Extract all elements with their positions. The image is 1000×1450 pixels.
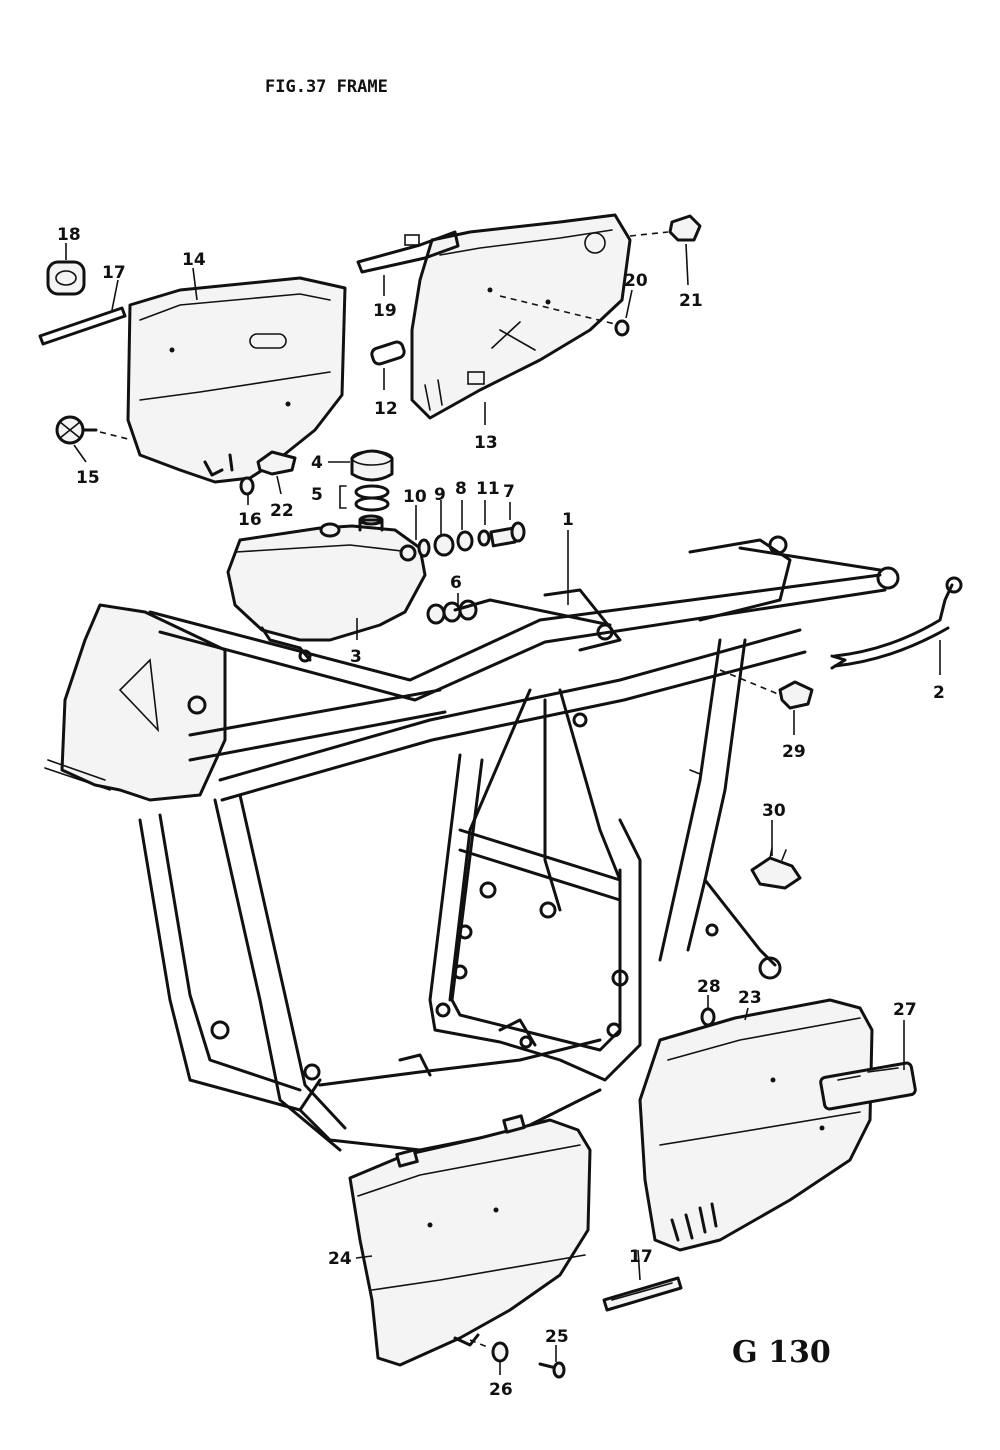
callout-17-left: 17: [102, 263, 126, 283]
knob-15: [55, 415, 133, 445]
cover-bracket: [356, 230, 460, 274]
callout-17-right: 17: [629, 1247, 653, 1267]
callout-22: 22: [270, 501, 294, 521]
callout-labels: 1 2 3 4 5 6 7 8 9 10 11 12 13 14 15 16 1…: [57, 225, 945, 1400]
washer-20: [614, 319, 630, 337]
callout-2: 2: [933, 683, 945, 703]
callout-27: 27: [893, 1000, 917, 1020]
left-frame-cover: [348, 1114, 592, 1367]
callout-4: 4: [311, 453, 323, 473]
callout-24: 24: [328, 1249, 352, 1269]
callout-3: 3: [350, 647, 362, 667]
stripe-17-left: [38, 306, 127, 346]
callout-1: 1: [562, 510, 574, 530]
callout-29: 29: [782, 742, 806, 762]
callout-8: 8: [455, 479, 467, 499]
rear-bracket-2: [830, 576, 963, 670]
nut-16: [239, 476, 255, 496]
right-frame-cover: [638, 998, 874, 1252]
clip-29: [719, 669, 814, 710]
grommet-28: [700, 1007, 716, 1027]
callout-19: 19: [373, 301, 397, 321]
gasket-5: [339, 484, 390, 512]
callout-14: 14: [182, 250, 206, 270]
leader-lines: [65, 243, 941, 1375]
bolt-stack: [417, 521, 526, 558]
main-frame: [44, 535, 900, 1152]
callout-28: 28: [697, 977, 721, 997]
screw-25: [538, 1361, 566, 1379]
callout-7: 7: [503, 482, 515, 502]
stripe-17-right: [602, 1276, 683, 1312]
washer-26: [469, 1339, 509, 1363]
page-code: G 130: [732, 1335, 831, 1370]
clip-30: [750, 847, 802, 890]
callout-25: 25: [545, 1327, 569, 1347]
callout-20: 20: [624, 271, 648, 291]
callout-23: 23: [738, 988, 762, 1008]
callout-21: 21: [679, 291, 703, 311]
badge-27: [819, 1061, 917, 1111]
callout-10: 10: [403, 487, 427, 507]
callout-26: 26: [489, 1380, 513, 1400]
clip-22: [256, 450, 297, 476]
grommet-12: [370, 340, 406, 366]
figure-title: FIG.37 FRAME: [265, 77, 388, 97]
callout-6: 6: [450, 573, 462, 593]
callout-5: 5: [311, 485, 323, 505]
callout-18: 18: [57, 225, 81, 245]
callout-12: 12: [374, 399, 398, 419]
nut-21: [499, 214, 702, 325]
callout-30: 30: [762, 801, 786, 821]
tank-cap-4: [350, 449, 394, 482]
callout-13: 13: [474, 433, 498, 453]
callout-9: 9: [434, 485, 446, 505]
tail-cover: [410, 213, 632, 420]
callout-15: 15: [76, 468, 100, 488]
callout-16: 16: [238, 510, 262, 530]
callout-11: 11: [476, 479, 500, 499]
left-side-cover: [126, 276, 347, 484]
emblem-18: [46, 260, 86, 296]
damper-6: [426, 599, 478, 625]
